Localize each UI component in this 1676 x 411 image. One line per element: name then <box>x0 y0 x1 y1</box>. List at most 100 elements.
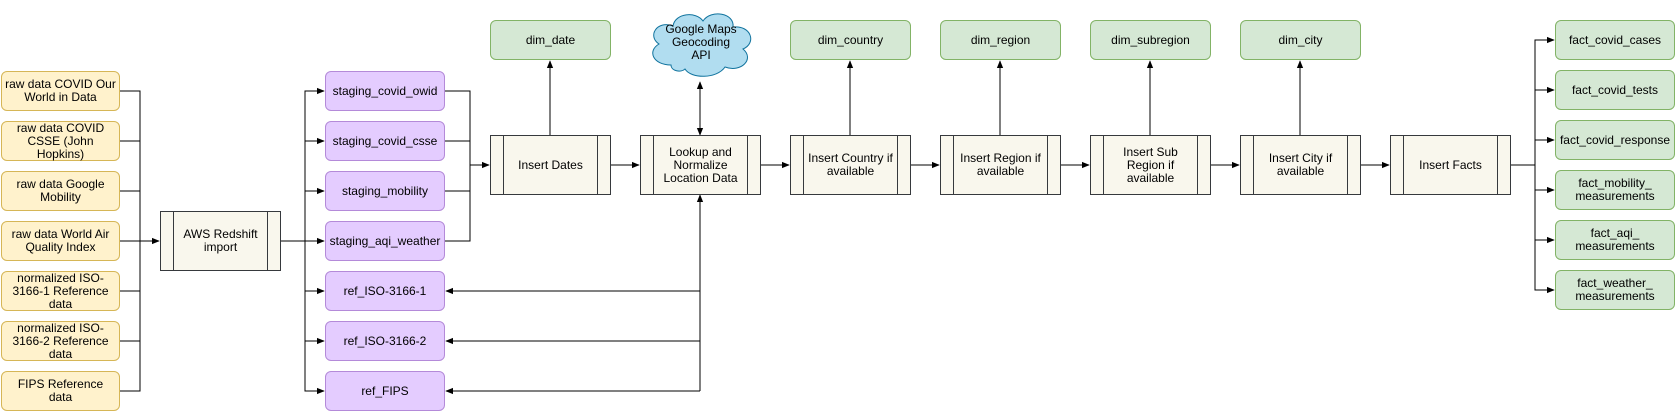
process-label: Insert Region if available <box>960 151 1041 178</box>
table-label: dim_date <box>525 32 576 47</box>
edge-staging-to-dates-1 <box>445 140 471 165</box>
raw-source-mobility[interactable]: raw data Google Mobility <box>1 171 120 211</box>
staging-covid-owid[interactable]: staging_covid_owid <box>325 71 445 111</box>
cloud-icon <box>652 13 752 77</box>
process-bar <box>953 136 954 194</box>
process-bar <box>173 212 174 270</box>
table-label: staging_covid_csse <box>332 133 438 148</box>
table-label: staging_covid_owid <box>332 83 438 98</box>
process-bar <box>1347 136 1348 194</box>
table-label: ref_FIPS <box>361 383 409 398</box>
edge-raw-to-import-6 <box>120 241 141 392</box>
raw-source-label: raw data World Air Quality Index <box>11 227 110 254</box>
process-bar <box>897 136 898 194</box>
fact-weather-measurements[interactable]: fact_weather_ measurements <box>1555 270 1675 310</box>
edge-bus-to-fact-2 <box>1534 136 1555 165</box>
fact-mobility-measurements[interactable]: fact_mobility_ measurements <box>1555 170 1675 210</box>
process-label: AWS Redshift import <box>183 227 258 254</box>
process-bar <box>803 136 804 194</box>
dim-date[interactable]: dim_date <box>490 20 611 60</box>
ref-fips[interactable]: ref_FIPS <box>325 371 445 411</box>
process-label: Insert City if available <box>1268 151 1333 178</box>
table-label: fact_mobility_ measurements <box>1575 176 1655 203</box>
raw-source-label: normalized ISO-3166-2 Reference data <box>12 320 109 361</box>
table-label: dim_country <box>817 32 884 47</box>
fact-covid-response[interactable]: fact_covid_response <box>1555 120 1675 160</box>
process-label: Lookup and Normalize Location Data <box>663 144 738 185</box>
process-bar <box>597 136 598 194</box>
process-bar <box>1253 136 1254 194</box>
raw-source-aqi[interactable]: raw data World Air Quality Index <box>1 221 120 261</box>
table-label: fact_covid_response <box>1559 132 1671 147</box>
raw-source-label: FIPS Reference data <box>17 377 104 404</box>
table-label: fact_covid_tests <box>1571 82 1659 97</box>
edge-staging-to-dates-3 <box>445 165 471 242</box>
ref-iso-3166-1[interactable]: ref_ISO-3166-1 <box>325 271 445 311</box>
table-label: dim_region <box>970 32 1031 47</box>
staging-aqi-weather[interactable]: staging_aqi_weather <box>325 221 445 261</box>
table-label: fact_weather_ measurements <box>1575 276 1655 303</box>
dim-subregion[interactable]: dim_subregion <box>1090 20 1211 60</box>
edge-bus-to-staging-0 <box>304 87 325 241</box>
cloud-label: Google Maps Geocoding API <box>665 22 737 62</box>
fact-covid-cases[interactable]: fact_covid_cases <box>1555 20 1675 60</box>
raw-source-fips[interactable]: FIPS Reference data <box>1 371 120 411</box>
table-label: staging_mobility <box>341 183 429 198</box>
edge-bus-to-fact-5 <box>1534 165 1555 294</box>
dim-country[interactable]: dim_country <box>790 20 911 60</box>
raw-source-csse[interactable]: raw data COVID CSSE (John Hopkins) <box>1 121 120 161</box>
ref-iso-3166-2[interactable]: ref_ISO-3166-2 <box>325 321 445 361</box>
edge-bus-to-fact-4 <box>1534 165 1555 244</box>
edge-staging-to-dates-2 <box>445 165 471 192</box>
raw-source-label: raw data Google Mobility <box>16 177 105 204</box>
table-label: fact_covid_cases <box>1568 32 1662 47</box>
edge-raw-to-import-4 <box>120 241 141 292</box>
edge-raw-to-import-0 <box>120 90 141 241</box>
process-bar <box>1047 136 1048 194</box>
aws-redshift-import-step[interactable]: AWS Redshift import <box>160 211 281 271</box>
lookup-normalize-location-step[interactable]: Lookup and Normalize Location Data <box>640 135 761 195</box>
table-label: fact_aqi_ measurements <box>1575 226 1655 253</box>
table-label: dim_subregion <box>1111 32 1190 47</box>
insert-region-step[interactable]: Insert Region if available <box>940 135 1061 195</box>
raw-source-label: normalized ISO-3166-1 Reference data <box>12 270 109 311</box>
raw-source-owid[interactable]: raw data COVID Our World in Data <box>1 71 120 111</box>
process-label: Insert Country if available <box>808 151 893 178</box>
process-bar <box>1403 136 1404 194</box>
insert-facts-step[interactable]: Insert Facts <box>1390 135 1511 195</box>
google-maps-geocoding-api-cloud[interactable]: Google Maps Geocoding API <box>641 5 761 80</box>
edge-bus-to-staging-2 <box>304 187 325 241</box>
edge-bus-to-staging-6 <box>304 241 325 395</box>
dim-city[interactable]: dim_city <box>1240 20 1361 60</box>
staging-covid-csse[interactable]: staging_covid_csse <box>325 121 445 161</box>
process-label: Insert Sub Region if available <box>1123 144 1178 185</box>
table-label: ref_ISO-3166-2 <box>343 333 427 348</box>
raw-source-label: raw data COVID CSSE (John Hopkins) <box>16 120 105 161</box>
table-label: dim_city <box>1278 32 1323 47</box>
process-bar <box>1497 136 1498 194</box>
edge-bus-to-fact-0 <box>1534 36 1555 165</box>
staging-mobility[interactable]: staging_mobility <box>325 171 445 211</box>
raw-source-iso-3166-2[interactable]: normalized ISO-3166-2 Reference data <box>1 321 120 361</box>
table-label: ref_ISO-3166-1 <box>343 283 427 298</box>
process-bar <box>1197 136 1198 194</box>
insert-dates-step[interactable]: Insert Dates <box>490 135 611 195</box>
fact-aqi-measurements[interactable]: fact_aqi_ measurements <box>1555 220 1675 260</box>
fact-covid-tests[interactable]: fact_covid_tests <box>1555 70 1675 110</box>
edge-bus-to-staging-4 <box>304 241 325 295</box>
raw-source-label: raw data COVID Our World in Data <box>5 77 116 104</box>
edge-raw-to-import-2 <box>120 190 141 241</box>
insert-city-step[interactable]: Insert City if available <box>1240 135 1361 195</box>
process-bar <box>1103 136 1104 194</box>
edge-bus-to-fact-1 <box>1534 86 1555 165</box>
process-bar <box>267 212 268 270</box>
table-label: staging_aqi_weather <box>329 233 441 248</box>
raw-source-iso-3166-1[interactable]: normalized ISO-3166-1 Reference data <box>1 271 120 311</box>
insert-subregion-step[interactable]: Insert Sub Region if available <box>1090 135 1211 195</box>
insert-country-step[interactable]: Insert Country if available <box>790 135 911 195</box>
dim-region[interactable]: dim_region <box>940 20 1061 60</box>
edge-staging-to-dates-0 <box>445 90 471 165</box>
process-label: Insert Facts <box>1419 157 1482 172</box>
